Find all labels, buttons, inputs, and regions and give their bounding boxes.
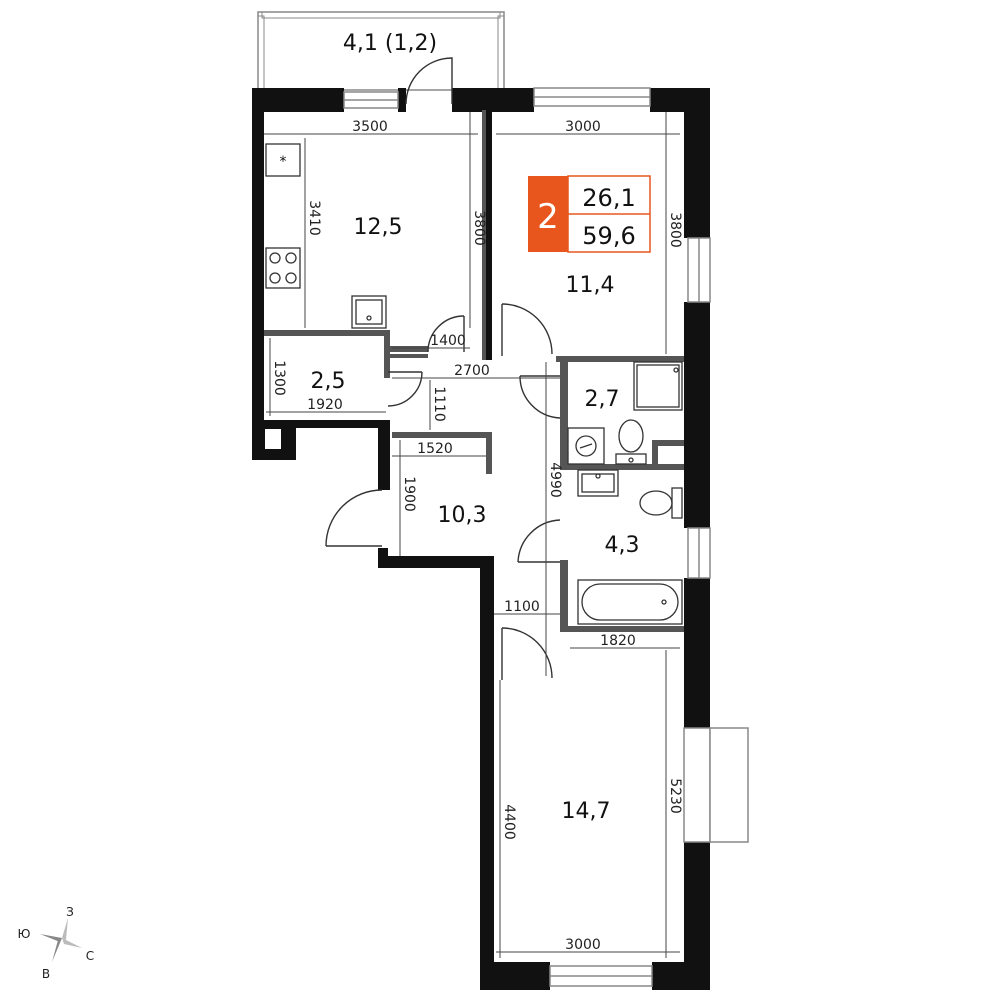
bedroom-top-area-label: 11,4: [566, 273, 615, 298]
dim-corridor-1400: 1400: [430, 333, 466, 349]
dim-hall-1100: 1100: [504, 599, 540, 615]
dim-pantry-1110: 1110: [431, 386, 447, 422]
dim-bath-1820: 1820: [600, 633, 636, 649]
toilet-icon: [615, 453, 647, 465]
fixtures: *: [265, 143, 683, 625]
dim-kitchen-depth-right: 3800: [471, 210, 487, 246]
dim-bedroom-bottom-width: 3000: [565, 937, 601, 953]
living-area: 26,1: [582, 184, 635, 212]
bedroom-bottom-area-label: 14,7: [562, 799, 611, 824]
toilet-area-label: 2,7: [585, 387, 620, 412]
hall-area-label: 10,3: [438, 503, 487, 528]
dim-kitchen-depth: 3410: [306, 200, 322, 236]
balcony: 4,1 (1,2): [257, 11, 505, 91]
dim-hall-4990: 4990: [547, 462, 563, 498]
doors: [325, 57, 561, 680]
dim-kitchen-width: 3500: [352, 119, 388, 135]
compass-west: Ю: [18, 927, 31, 941]
dim-hall-1900: 1900: [401, 476, 417, 512]
compass-arrow-south: [52, 938, 62, 962]
kitchen-area-label: 12,5: [354, 215, 403, 240]
exterior-walls: [252, 88, 710, 990]
dimension-lines: [264, 112, 680, 958]
dim-corridor-2700: 2700: [454, 363, 490, 379]
dim-bedroom-top-depth: 3800: [667, 212, 683, 248]
windows: [343, 87, 749, 987]
compass-arrow-west: [40, 934, 62, 942]
svg-text:*: *: [280, 154, 287, 170]
interior-walls: [264, 110, 684, 632]
shaft: [263, 427, 283, 451]
balcony-area-label: 4,1 (1,2): [343, 31, 437, 56]
compass-arrow-east: [62, 938, 82, 948]
shower-icon: [633, 361, 683, 411]
compass-arrow-north: [62, 918, 68, 940]
dim-hall-1520: 1520: [417, 441, 453, 457]
dim-bedroom-bottom-depth-right: 5230: [667, 778, 683, 814]
total-area: 59,6: [582, 222, 635, 250]
compass-north: З: [66, 905, 74, 919]
compass-east: С: [86, 949, 94, 963]
compass: З Ю С В: [18, 905, 95, 981]
dim-bedroom-top-width: 3000: [565, 119, 601, 135]
pantry-area-label: 2,5: [311, 369, 346, 394]
fridge-icon: [265, 143, 301, 177]
badge-accent: [528, 176, 568, 252]
stove-icon: [265, 247, 301, 289]
bathtub-icon: [577, 579, 683, 625]
sink-icon: [351, 295, 387, 329]
dim-pantry-1920: 1920: [307, 397, 343, 413]
compass-south: В: [42, 967, 50, 981]
dim-bedroom-bottom-depth: 4400: [501, 804, 517, 840]
bath-sink-icon: [577, 469, 619, 497]
dim-pantry-1300: 1300: [271, 360, 287, 396]
area-badge: 2 26,1 59,6: [528, 175, 651, 253]
bathroom-area-label: 4,3: [605, 533, 640, 558]
rooms-count: 2: [537, 197, 559, 237]
washing-machine-icon: [567, 427, 605, 465]
toilet-2-icon: [671, 487, 683, 519]
